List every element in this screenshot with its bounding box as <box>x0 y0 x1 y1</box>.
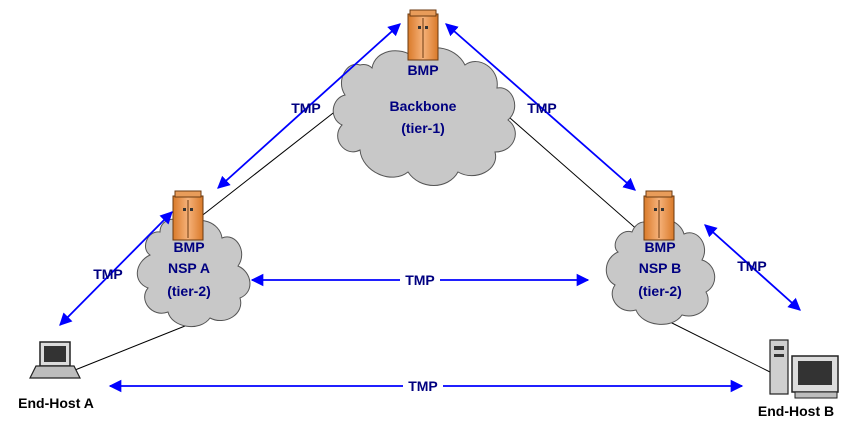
nsp-a-name-label: NSP A <box>168 260 210 276</box>
tmp-label-backbone-nspb: TMP <box>527 100 557 116</box>
desktop-computer-icon <box>769 339 839 399</box>
backbone-name-label: Backbone <box>390 98 457 114</box>
laptop-icon <box>29 341 81 379</box>
backbone-server-icon <box>407 9 439 61</box>
arrow-backbone-nspb <box>445 23 636 191</box>
tmp-label-nspb-hostb: TMP <box>737 258 767 274</box>
end-host-b-label: End-Host B <box>758 403 834 419</box>
arrow-nspb-hostb <box>704 224 801 311</box>
tmp-label-backbone-nspa: TMP <box>291 100 321 116</box>
nsp-b-protocol-label: BMP <box>644 239 675 255</box>
nsp-a-server-icon <box>172 190 204 241</box>
nsp-a-tier-label: (tier-2) <box>167 283 211 299</box>
line-nspa-hosta <box>74 321 196 371</box>
tmp-label-hosta-hostb: TMP <box>408 378 438 394</box>
arrow-backbone-nspa <box>217 23 401 189</box>
backbone-tier-label: (tier-1) <box>401 120 445 136</box>
nsp-b-name-label: NSP B <box>639 260 682 276</box>
nsp-b-server-icon <box>643 190 675 241</box>
tmp-label-nspa-nspb: TMP <box>405 272 435 288</box>
line-backbone-nspb <box>509 117 641 233</box>
nsp-a-protocol-label: BMP <box>173 239 204 255</box>
arrow-nspa-hosta <box>59 211 173 326</box>
nsp-b-tier-label: (tier-2) <box>638 283 682 299</box>
tmp-label-nspa-hosta: TMP <box>93 266 123 282</box>
backbone-protocol-label: BMP <box>407 62 438 78</box>
end-host-a-label: End-Host A <box>18 395 94 411</box>
